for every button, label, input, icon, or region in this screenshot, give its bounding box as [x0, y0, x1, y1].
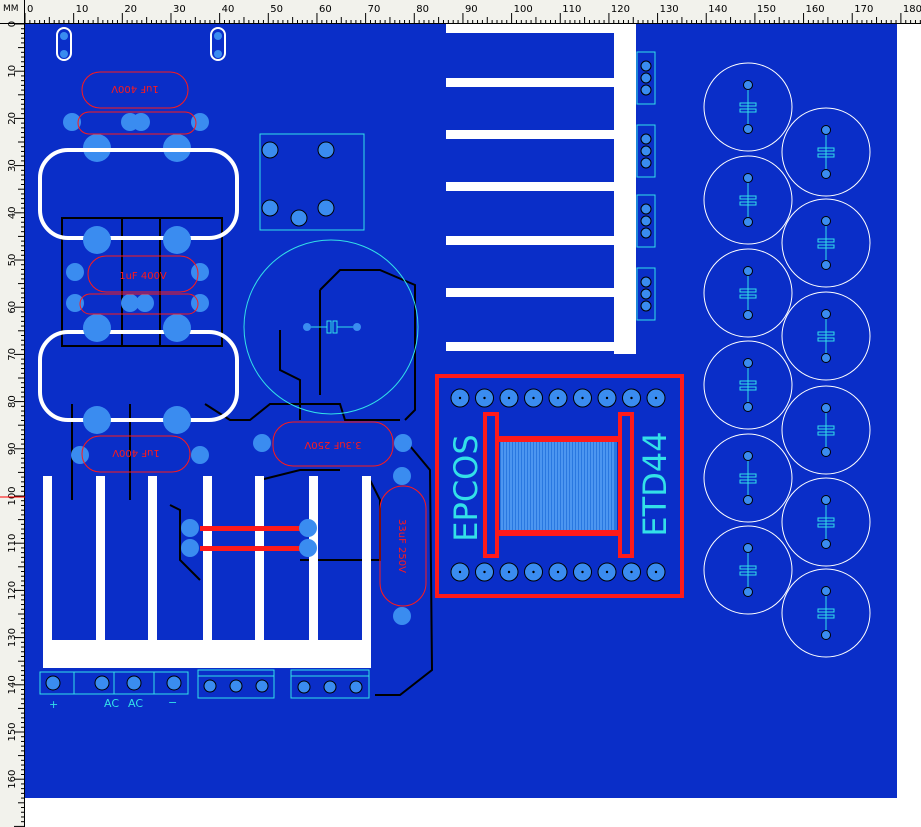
ruler-top-ticks: 0 10 20 30 40 50 60 70 80 90 100 110 120 130 140 150 160…	[0, 4, 921, 24]
transformer-winding	[500, 442, 617, 530]
ruler-x-label: 140	[708, 4, 727, 15]
bank-capacitor[interactable]	[781, 107, 871, 197]
ruler-x-label: 80	[416, 4, 429, 15]
transistor-footprints-top[interactable]	[636, 51, 656, 321]
ruler-y-label: 50	[7, 254, 18, 267]
ruler-x-label: 150	[757, 4, 776, 15]
heatsink-bottom[interactable]	[43, 476, 371, 668]
bank-capacitor[interactable]	[781, 477, 871, 567]
ruler-y-label: 10	[7, 65, 18, 78]
terminal-block-3[interactable]	[290, 669, 370, 699]
ruler-x-label: 70	[368, 4, 381, 15]
terminal-ac1-label: AC	[104, 697, 119, 710]
ruler-x-label: 20	[124, 4, 137, 15]
ruler-x-label: 10	[76, 4, 89, 15]
ruler-y-label: 0	[7, 21, 18, 27]
ruler-x-label: 120	[611, 4, 630, 15]
ruler-y-label: 60	[7, 301, 18, 314]
ruler-unit-label: MM	[3, 4, 19, 14]
capacitor-2-label: 1uF 400V	[119, 271, 167, 282]
ruler-x-label: 30	[173, 4, 186, 15]
ruler-y-label: 80	[7, 395, 18, 408]
ruler-y-label: 100	[7, 486, 18, 505]
capacitor-1-outline	[77, 111, 197, 135]
mounting-slot-right[interactable]	[210, 27, 226, 61]
capacitor-4-label: 3.3uF 250V	[304, 439, 361, 450]
capacitor-3-label: 1uF 400V	[112, 447, 160, 458]
mounting-slot-left[interactable]	[56, 27, 72, 61]
bank-capacitor[interactable]	[781, 198, 871, 288]
terminal-plus-label: +	[49, 698, 58, 711]
ruler-x-label: 40	[222, 4, 235, 15]
capacitor-4[interactable]: 3.3uF 250V	[272, 421, 394, 467]
ruler-x-label: 90	[465, 4, 478, 15]
inductor-outline-2[interactable]	[38, 330, 239, 422]
capacitor-1-label: 1uF 400V	[111, 83, 159, 94]
transformer-etd44[interactable]: EPCOS ETD44	[435, 374, 684, 598]
ruler-corner: MM	[0, 0, 25, 24]
capacitor-2-pads	[66, 226, 209, 342]
ic-footprint[interactable]	[259, 133, 365, 231]
ruler-y-label: 20	[7, 112, 18, 125]
ruler-y-label: 130	[7, 628, 18, 647]
heatsink-top[interactable]	[446, 24, 636, 354]
electrolytic-capacitor-large[interactable]	[243, 239, 419, 415]
capacitor-5-pad	[393, 607, 411, 625]
ruler-y-label: 120	[7, 581, 18, 600]
bank-capacitor[interactable]	[781, 291, 871, 381]
bank-capacitor[interactable]	[703, 433, 793, 523]
transformer-brand-label: EPCOS	[447, 434, 485, 541]
ruler-y-label: 150	[7, 722, 18, 741]
ruler-y-label: 70	[7, 348, 18, 361]
ruler-x-label: 130	[660, 4, 679, 15]
capacitor-3[interactable]: 1uF 400V	[81, 435, 191, 473]
ruler-x-label: 160	[806, 4, 825, 15]
ruler-x-label: 60	[319, 4, 332, 15]
ruler-y-label: 90	[7, 442, 18, 455]
bank-capacitor[interactable]	[703, 62, 793, 152]
bank-capacitor[interactable]	[703, 525, 793, 615]
capacitor-5[interactable]: 33uF 250V	[379, 485, 427, 607]
terminal-ac2-label: AC	[128, 697, 143, 710]
ruler-top	[0, 0, 921, 24]
terminal-minus-label: −	[168, 696, 177, 709]
ruler-y-label: 40	[7, 206, 18, 219]
capacitor-1[interactable]: 1uF 400V	[81, 71, 189, 109]
transformer-core-label: ETD44	[636, 431, 674, 536]
ruler-left-ticks: 0 10 20 30 40 50 60 70 80 90 100 110 120 130 140 150 160	[7, 0, 25, 827]
capacitor-3-pads	[71, 406, 209, 464]
terminal-block-2[interactable]	[197, 669, 275, 699]
ruler-y-label: 160	[7, 770, 18, 789]
ruler-y-label: 30	[7, 159, 18, 172]
capacitor-4-pads	[253, 434, 412, 485]
bridge-links[interactable]	[181, 519, 317, 557]
bank-capacitor[interactable]	[703, 248, 793, 338]
bank-capacitor[interactable]	[781, 568, 871, 658]
capacitor-bank[interactable]	[703, 62, 871, 658]
ruler-y-label: 110	[7, 534, 18, 553]
ruler-x-label: 100	[514, 4, 533, 15]
capacitor-2[interactable]: 1uF 400V	[79, 255, 199, 315]
ruler-x-label: 0	[27, 4, 33, 15]
ruler-left	[0, 0, 25, 827]
terminal-block-power[interactable]: + AC AC −	[39, 671, 189, 711]
ruler-x-label: 170	[854, 4, 873, 15]
inductor-outline-1[interactable]	[38, 148, 239, 240]
ruler-y-label: 140	[7, 675, 18, 694]
ruler-x-label: 110	[562, 4, 581, 15]
transformer-top-pins	[450, 388, 666, 408]
board-background[interactable]	[25, 24, 897, 798]
ruler-x-label: 180	[903, 4, 921, 15]
capacitor-5-label: 33uF 250V	[396, 519, 407, 573]
bank-capacitor[interactable]	[703, 340, 793, 430]
bank-capacitor[interactable]	[703, 155, 793, 245]
transformer-bottom-pins	[450, 562, 666, 582]
bank-capacitor[interactable]	[781, 385, 871, 475]
ruler-x-label: 50	[270, 4, 283, 15]
